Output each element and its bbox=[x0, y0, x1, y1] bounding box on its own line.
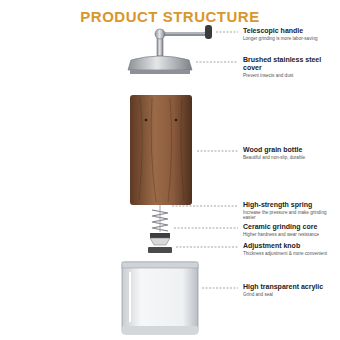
leader-lines bbox=[172, 32, 238, 288]
handle bbox=[155, 25, 212, 56]
title: PRODUCT STRUCTURE bbox=[80, 8, 259, 25]
part-name: Adjustment knob bbox=[243, 242, 336, 250]
part-name: Wood grain bottle bbox=[243, 146, 336, 154]
acrylic-jar bbox=[122, 262, 198, 334]
part-note: Increase the pressure and make grinding … bbox=[243, 210, 336, 221]
part-name: Brushed stainless steel cover bbox=[243, 56, 336, 72]
spring bbox=[152, 205, 168, 232]
wood-bottle bbox=[130, 95, 192, 205]
part-note: Prevent insects and dust bbox=[243, 73, 336, 78]
part-name: High-strength spring bbox=[243, 201, 336, 209]
ceramic-core bbox=[150, 233, 170, 245]
steel-cover bbox=[128, 56, 192, 74]
part-note: Beautiful and non-slip, durable bbox=[243, 155, 336, 160]
part-name: High transparent acrylic bbox=[243, 283, 336, 291]
part-note: Higher hardness and wear resistance bbox=[243, 232, 336, 237]
part-name: Telescopic handle bbox=[243, 27, 336, 35]
part-name: Ceramic grinding core bbox=[243, 223, 336, 231]
adjustment-knob bbox=[148, 247, 172, 253]
part-note: Thickness adjustment & more convenient bbox=[243, 251, 336, 256]
part-note: Grind and seal bbox=[243, 292, 336, 297]
part-note: Longer grinding is more labor-saving bbox=[243, 36, 336, 41]
